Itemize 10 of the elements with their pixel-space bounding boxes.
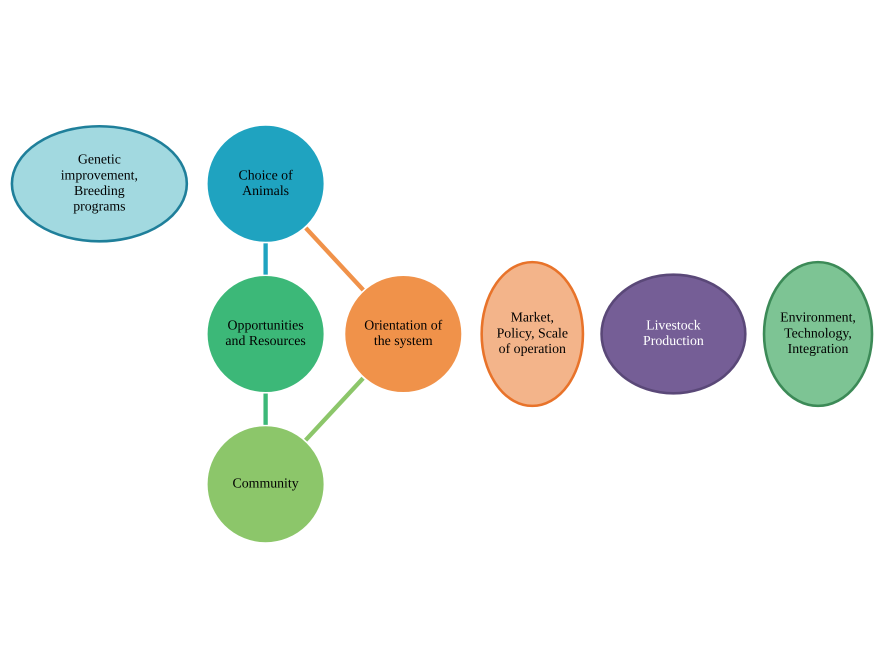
node-ellipse: Genetic improvement, Breeding programs bbox=[10, 124, 188, 242]
connector bbox=[304, 226, 365, 291]
node-ellipse: Market, Policy, Scale of operation bbox=[480, 260, 584, 407]
connector bbox=[304, 376, 365, 442]
node-circle: Choice of Animals bbox=[205, 122, 326, 244]
node-ellipse: Livestock Production bbox=[600, 272, 747, 394]
node-circle: Community bbox=[205, 423, 326, 544]
connector bbox=[263, 242, 268, 274]
node-ellipse: Environment, Technology, Integration bbox=[762, 260, 874, 407]
connector bbox=[263, 393, 268, 424]
